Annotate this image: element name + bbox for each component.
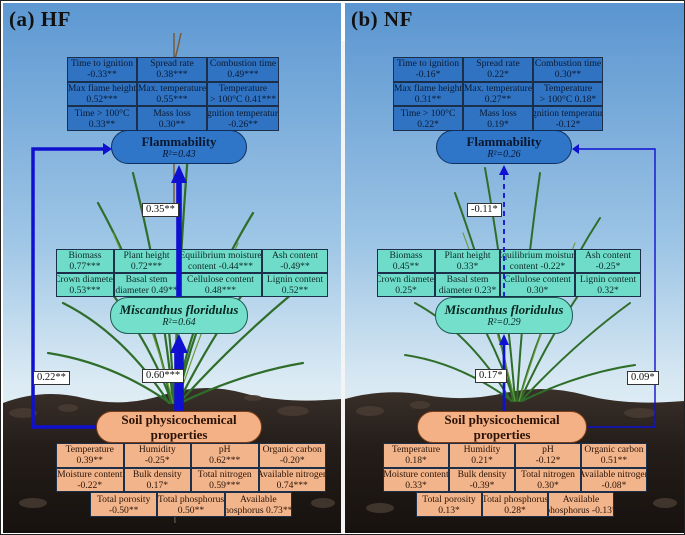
soil-cell: Bulk density-0.39* [449,467,515,493]
soil-node: Soil physicochemical properties [417,411,587,443]
soil-cell: Available nitrogen-0.08* [581,467,647,493]
indicator-cell: Ignition temperature-0.26** [207,106,279,131]
panel-title: (b) NF [351,7,413,31]
path-coefficient: 0.60*** [142,369,185,383]
path-coefficient: 0.09* [627,371,659,385]
path-coefficient: 0.35** [142,203,179,217]
soil-cell: Organic carbon-0.20* [258,443,326,468]
indicator-cell: Temperature> 100°C 0.18* [533,81,603,107]
plant-node: Miscanthus floridulus R²=0.29 [435,297,573,334]
panel-nf: (b) NF Time to ignition-0.16* Spread rat… [345,3,684,533]
flammability-node: Flammability R²=0.43 [111,130,247,164]
indicator-cell: Time to ignition-0.16* [393,57,463,82]
trait-cell: Ash content-0.25* [575,249,641,273]
soil-cell: Humidity-0.25* [123,443,191,468]
path-coefficient: -0.11* [467,203,502,217]
panel-divider [341,41,345,533]
soil-cell: Total porosity-0.50** [90,492,158,517]
panel-hf: (a) HF Time to ignition-0.33** Spread ra… [3,3,341,533]
path-coefficient: 0.22** [33,371,70,385]
soil-cell: pH-0.12* [515,443,581,468]
panel-title: (a) HF [9,7,71,31]
indicator-cell: Ignition temperature-0.12* [533,106,603,131]
plant-node: Miscanthus floridulus R²=0.64 [110,297,248,334]
indicator-cell: Time to ignition-0.33** [67,57,137,82]
soil-cell: Moisture content-0.22* [56,467,124,493]
indicator-cell: Temperature> 100°C 0.41*** [207,81,279,107]
path-coefficient: 0.17* [475,369,507,383]
trait-cell: Ash content-0.49** [262,249,328,273]
soil-node: Soil physicochemical properties [96,411,262,443]
flammability-node: Flammability R²=0.26 [436,130,572,164]
